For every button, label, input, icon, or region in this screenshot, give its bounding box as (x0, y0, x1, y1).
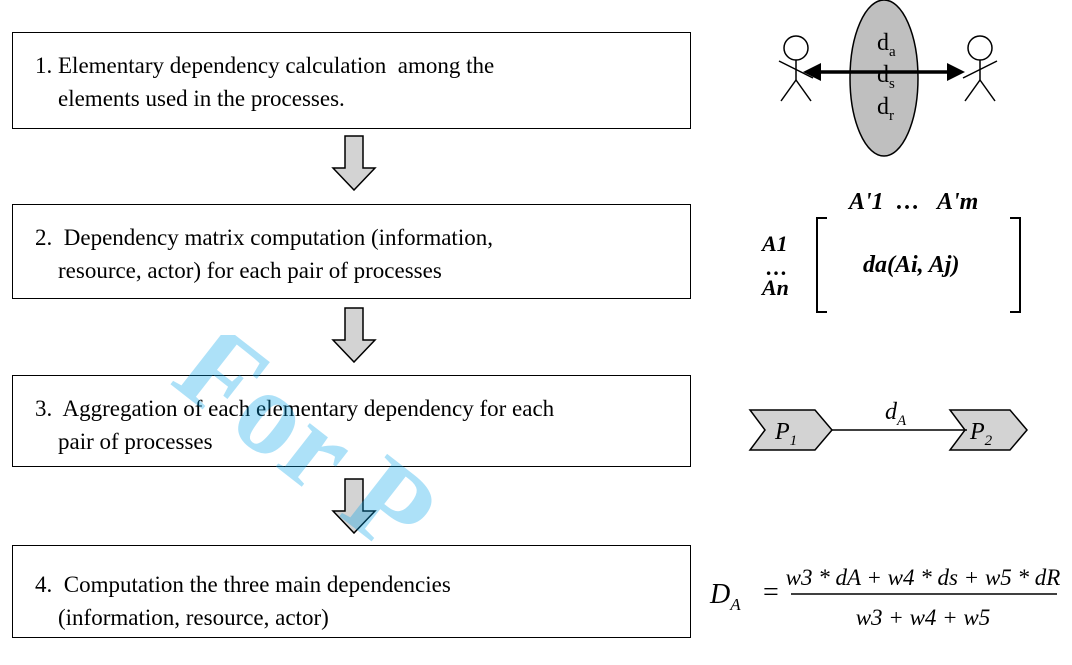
dependency-label-r: dr (877, 94, 894, 124)
formula-lhs: DA (709, 579, 741, 614)
double-arrow-icon (803, 63, 965, 81)
actor-left-icon (778, 35, 814, 102)
aggregation-illustration: P1 P2 dA (748, 399, 1028, 451)
matrix-right-bracket (1010, 217, 1021, 313)
step-3-box: 3. Aggregation of each elementary depend… (12, 375, 691, 467)
process-left-label: P1 (774, 419, 797, 449)
step-4-box: 4. Computation the three main dependenci… (12, 545, 691, 638)
actors-illustration: da ds dr (778, 0, 998, 157)
matrix-cell: da(Ai, Aj) (863, 252, 959, 278)
down-arrow-icon (331, 135, 377, 191)
process-right-label: P2 (969, 419, 993, 449)
matrix-col-last: A'm (935, 189, 978, 215)
process-chevron-left (748, 409, 833, 451)
matrix-col-first: A'1 (847, 189, 884, 215)
step-3-text: 3. Aggregation of each elementary depend… (35, 396, 555, 454)
edge-label: dA (885, 399, 907, 429)
step-1-box: 1. Elementary dependency calculation amo… (12, 32, 691, 129)
dependency-label-a: da (877, 30, 896, 60)
formula-equals: = (763, 577, 779, 608)
matrix-row-last: An (760, 275, 789, 300)
matrix-col-ellipsis: … (895, 189, 919, 215)
step-4-text: 4. Computation the three main dependenci… (35, 572, 451, 630)
matrix-left-bracket (816, 217, 827, 313)
matrix-illustration: A'1 … A'm A1 … An da(Ai, Aj) (760, 189, 1021, 313)
step-2-box: 2. Dependency matrix computation (inform… (12, 204, 691, 299)
matrix-row-ellipsis: … (765, 255, 787, 280)
actor-right-icon (962, 35, 998, 102)
dependency-ellipse (849, 0, 919, 157)
formula-illustration: DA = w3 * dA + w4 * ds + w5 * dR w3 + w4… (709, 565, 1061, 630)
down-arrow-icon (331, 307, 377, 363)
matrix-row-first: A1 (760, 231, 788, 256)
formula-denominator: w3 + w4 + w5 (856, 605, 991, 630)
step-1-text: 1. Elementary dependency calculation amo… (35, 53, 495, 111)
formula-numerator: w3 * dA + w4 * ds + w5 * dR (786, 565, 1061, 590)
dependency-label-s: ds (877, 62, 895, 92)
down-arrow-icon (331, 478, 377, 534)
step-2-text: 2. Dependency matrix computation (inform… (35, 225, 493, 283)
